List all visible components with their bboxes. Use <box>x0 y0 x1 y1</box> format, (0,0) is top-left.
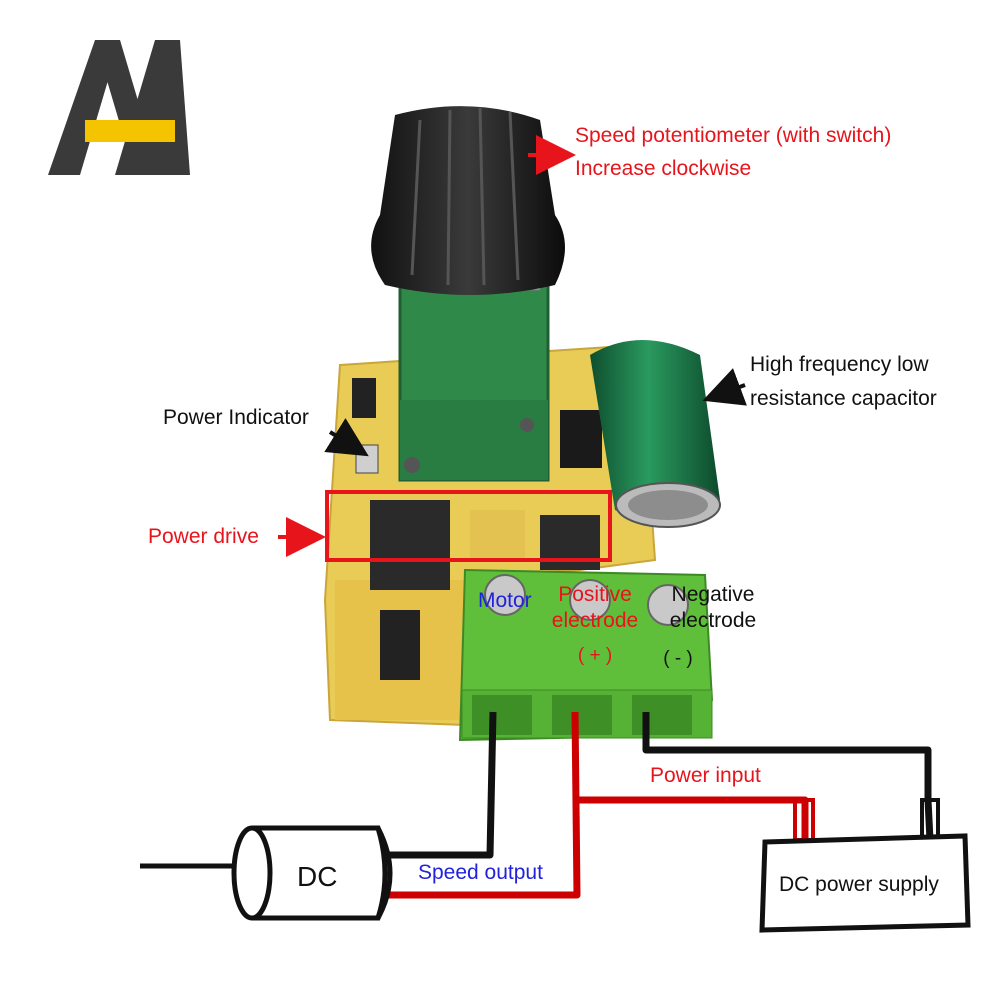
power-input-label: Power input <box>650 764 761 787</box>
potentiometer-knob[interactable] <box>371 106 565 295</box>
dc-power-supply <box>759 833 971 933</box>
power-indicator-arrow <box>324 418 369 457</box>
power-drive-highlight <box>325 490 612 562</box>
power-indicator-label: Power Indicator <box>163 406 309 429</box>
capacitor <box>590 340 721 528</box>
dc-supply-label: DC power supply <box>779 873 939 896</box>
power-drive-label: Power drive <box>148 525 259 548</box>
capacitor-label-1: High frequency low <box>750 353 929 376</box>
positive-sign: ( + ) <box>577 645 613 666</box>
negative-sign: ( - ) <box>663 648 693 669</box>
mosfet-1 <box>370 500 450 590</box>
capacitor-arrow <box>702 368 747 406</box>
negative-electrode-label-1: Negative <box>671 583 755 606</box>
transistor-q1 <box>380 610 420 680</box>
speed-pot-label-1: Speed potentiometer (with switch) <box>575 124 892 147</box>
screw-terminal-positive <box>569 579 611 621</box>
dc-motor-label: DC <box>297 861 338 892</box>
terminal-block <box>458 568 714 742</box>
brand-logo <box>48 40 190 175</box>
ic-chip <box>560 410 602 468</box>
capacitor-label-2: resistance capacitor <box>750 387 937 410</box>
negative-electrode-label-2: electrode <box>669 609 757 632</box>
dc-motor <box>231 825 393 921</box>
motor-terminal-label: Motor <box>478 589 532 612</box>
screw-terminal-motor <box>484 574 526 616</box>
speed-pot-label-2: Increase clockwise <box>575 157 752 180</box>
positive-electrode-label-2: electrode <box>551 609 639 632</box>
smd-component <box>352 378 376 418</box>
positive-electrode-label-1: Positive <box>558 583 632 606</box>
speed-output-label: Speed output <box>418 861 543 884</box>
screw-terminal-negative <box>647 584 689 626</box>
